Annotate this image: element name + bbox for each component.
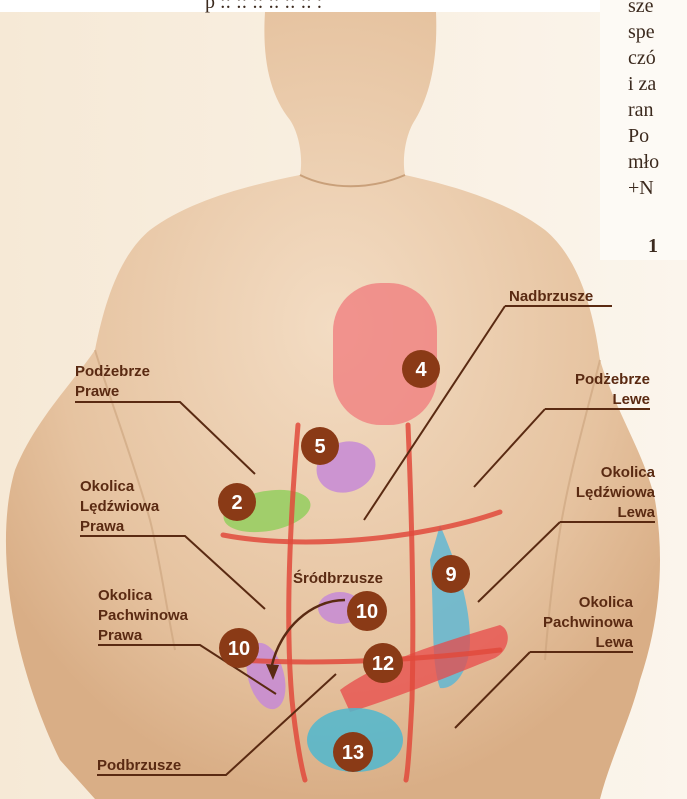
label-ledzwiowa-prawa-line3: Prawa: [80, 518, 125, 535]
marker-2: 2: [218, 483, 256, 521]
label-podzebrze-lewe-line2: Lewe: [612, 391, 650, 408]
marker-4: 4: [402, 350, 440, 388]
text-fragment-5: ran: [628, 99, 654, 121]
label-podbrzusze: Podbrzusze: [97, 757, 181, 774]
label-srodbrzusze: Śródbrzusze: [293, 569, 383, 587]
marker-2-number: 2: [231, 492, 242, 514]
label-podzebrze-prawe-line1: Podżebrze: [75, 363, 150, 380]
label-pachwinowa-prawa-line3: Prawa: [98, 627, 143, 644]
marker-9: 9: [432, 555, 470, 593]
label-pachwinowa-lewa-line2: Pachwinowa: [543, 614, 634, 631]
text-fragment-9: 1: [648, 235, 658, 257]
label-pachwinowa-prawa-line1: Okolica: [98, 587, 153, 604]
marker-12: 12: [363, 643, 403, 683]
top-page-strip: [0, 0, 687, 12]
text-fragment-8: +N: [628, 177, 654, 199]
label-ledzwiowa-prawa-line1: Okolica: [80, 478, 135, 495]
marker-13: 13: [333, 732, 373, 772]
label-ledzwiowa-lewa-line1: Okolica: [601, 464, 656, 481]
label-pachwinowa-lewa-line3: Lewa: [595, 634, 633, 651]
label-podzebrze-lewe-line1: Podżebrze: [575, 371, 650, 388]
text-fragment-4: i za: [628, 73, 656, 95]
marker-4-number: 4: [415, 359, 427, 381]
text-fragment-6: Po: [628, 125, 649, 147]
marker-10-center: 10: [347, 591, 387, 631]
label-pachwinowa-lewa-line1: Okolica: [579, 594, 634, 611]
marker-12-number: 12: [372, 653, 394, 675]
marker-5: 5: [301, 427, 339, 465]
marker-10-left-number: 10: [228, 638, 250, 660]
label-pachwinowa-prawa-line2: Pachwinowa: [98, 607, 189, 624]
label-ledzwiowa-lewa-line2: Lędźwiowa: [576, 484, 656, 501]
text-fragment-3: czó: [628, 47, 656, 69]
text-fragment-2: spe: [628, 21, 655, 43]
top-text-fragment: p :: :: :: :: :: :: :: [205, 0, 322, 13]
marker-9-number: 9: [445, 564, 456, 586]
marker-10-left: 10: [219, 628, 259, 668]
marker-5-number: 5: [314, 436, 325, 458]
text-fragment-7: mło: [628, 151, 659, 173]
marker-10-center-number: 10: [356, 601, 378, 623]
text-fragment-1: sze: [628, 0, 654, 17]
label-nadbrzusze: Nadbrzusze: [509, 288, 593, 305]
label-podzebrze-prawe-line2: Prawe: [75, 383, 119, 400]
marker-13-number: 13: [342, 742, 364, 764]
label-ledzwiowa-lewa-line3: Lewa: [617, 504, 655, 521]
label-ledzwiowa-prawa-line2: Lędźwiowa: [80, 498, 160, 515]
